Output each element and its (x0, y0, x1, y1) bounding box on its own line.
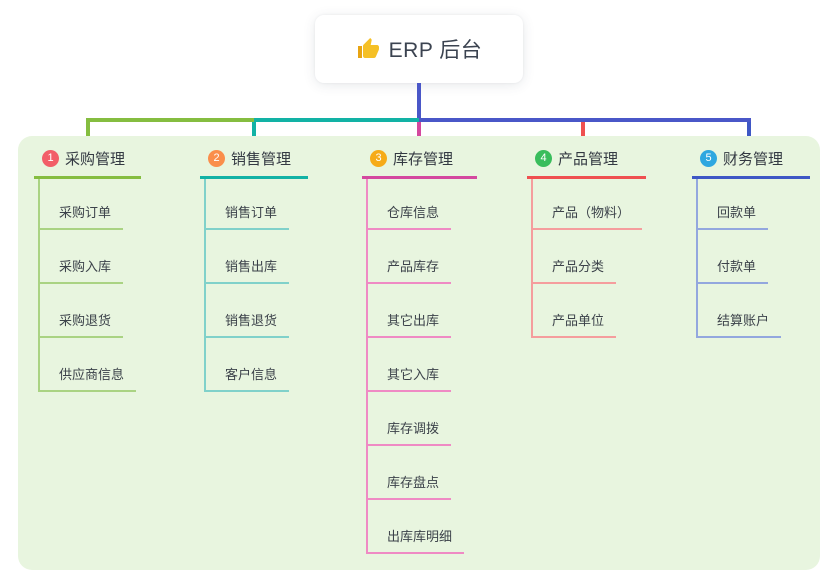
branch-index-badge: 1 (42, 150, 59, 167)
branch-children: 产品（物料）产品分类产品单位 (531, 179, 646, 338)
connector-horizontal-segment-3 (419, 118, 751, 122)
branch-4: 4 产品管理产品（物料）产品分类产品单位 (527, 148, 646, 338)
connector-horizontal-segment-2 (254, 118, 419, 122)
connector-branch-drop-2 (252, 122, 256, 141)
child-node[interactable]: 产品（物料） (533, 179, 643, 230)
root-node-label: ERP 后台 (388, 39, 483, 62)
connector-horizontal-segment-1 (86, 118, 254, 122)
child-node[interactable]: 客户信息 (206, 338, 290, 392)
child-node[interactable]: 出库库明细 (368, 500, 465, 554)
branch-node-5[interactable]: 5 财务管理 (692, 148, 810, 179)
branch-children: 回款单付款单结算账户 (696, 179, 810, 338)
child-node[interactable]: 库存调拨 (368, 392, 452, 446)
child-node[interactable]: 产品分类 (533, 230, 617, 284)
branch-node-label: 产品管理 (558, 151, 619, 168)
child-node[interactable]: 回款单 (698, 179, 769, 230)
branch-index-badge: 5 (700, 150, 717, 167)
branch-index-badge: 2 (208, 150, 225, 167)
branch-node-3[interactable]: 3 库存管理 (362, 148, 477, 179)
branch-node-label: 库存管理 (393, 151, 454, 168)
branch-3: 3 库存管理仓库信息产品库存其它出库其它入库库存调拨库存盘点出库库明细 (362, 148, 477, 554)
connector-branch-drop-4 (581, 122, 585, 141)
child-node[interactable]: 采购入库 (40, 230, 124, 284)
branch-node-label: 财务管理 (723, 151, 784, 168)
connector-branch-drop-3 (417, 122, 421, 141)
root-node[interactable]: ERP 后台 (315, 15, 523, 83)
child-node[interactable]: 其它入库 (368, 338, 452, 392)
child-node[interactable]: 供应商信息 (40, 338, 137, 392)
branch-children: 采购订单采购入库采购退货供应商信息 (38, 179, 141, 392)
child-node[interactable]: 仓库信息 (368, 179, 452, 230)
branch-2: 2 销售管理销售订单销售出库销售退货客户信息 (200, 148, 308, 392)
child-node[interactable]: 结算账户 (698, 284, 782, 338)
branch-node-label: 销售管理 (231, 151, 292, 168)
child-node[interactable]: 销售退货 (206, 284, 290, 338)
branch-children: 销售订单销售出库销售退货客户信息 (204, 179, 308, 392)
branch-children: 仓库信息产品库存其它出库其它入库库存调拨库存盘点出库库明细 (366, 179, 477, 554)
branch-node-1[interactable]: 1 采购管理 (34, 148, 141, 179)
child-node[interactable]: 产品单位 (533, 284, 617, 338)
branch-5: 5 财务管理回款单付款单结算账户 (692, 148, 810, 338)
connector-branch-drop-5 (747, 122, 751, 141)
branch-node-label: 采购管理 (65, 151, 126, 168)
connector-root-line (417, 83, 421, 118)
child-node[interactable]: 付款单 (698, 230, 769, 284)
child-node[interactable]: 采购退货 (40, 284, 124, 338)
child-node[interactable]: 产品库存 (368, 230, 452, 284)
connector-branch-drop-1 (86, 122, 90, 141)
branches-panel: 1 采购管理采购订单采购入库采购退货供应商信息 2 销售管理销售订单销售出库销售退货客… (18, 136, 820, 570)
branch-node-4[interactable]: 4 产品管理 (527, 148, 646, 179)
child-node[interactable]: 销售出库 (206, 230, 290, 284)
child-node[interactable]: 其它出库 (368, 284, 452, 338)
child-node[interactable]: 销售订单 (206, 179, 290, 230)
branch-index-badge: 4 (535, 150, 552, 167)
child-node[interactable]: 采购订单 (40, 179, 124, 230)
branch-index-badge: 3 (370, 150, 387, 167)
branch-node-2[interactable]: 2 销售管理 (200, 148, 308, 179)
thumbs-up-icon (356, 37, 380, 61)
child-node[interactable]: 库存盘点 (368, 446, 452, 500)
branch-1: 1 采购管理采购订单采购入库采购退货供应商信息 (34, 148, 141, 392)
